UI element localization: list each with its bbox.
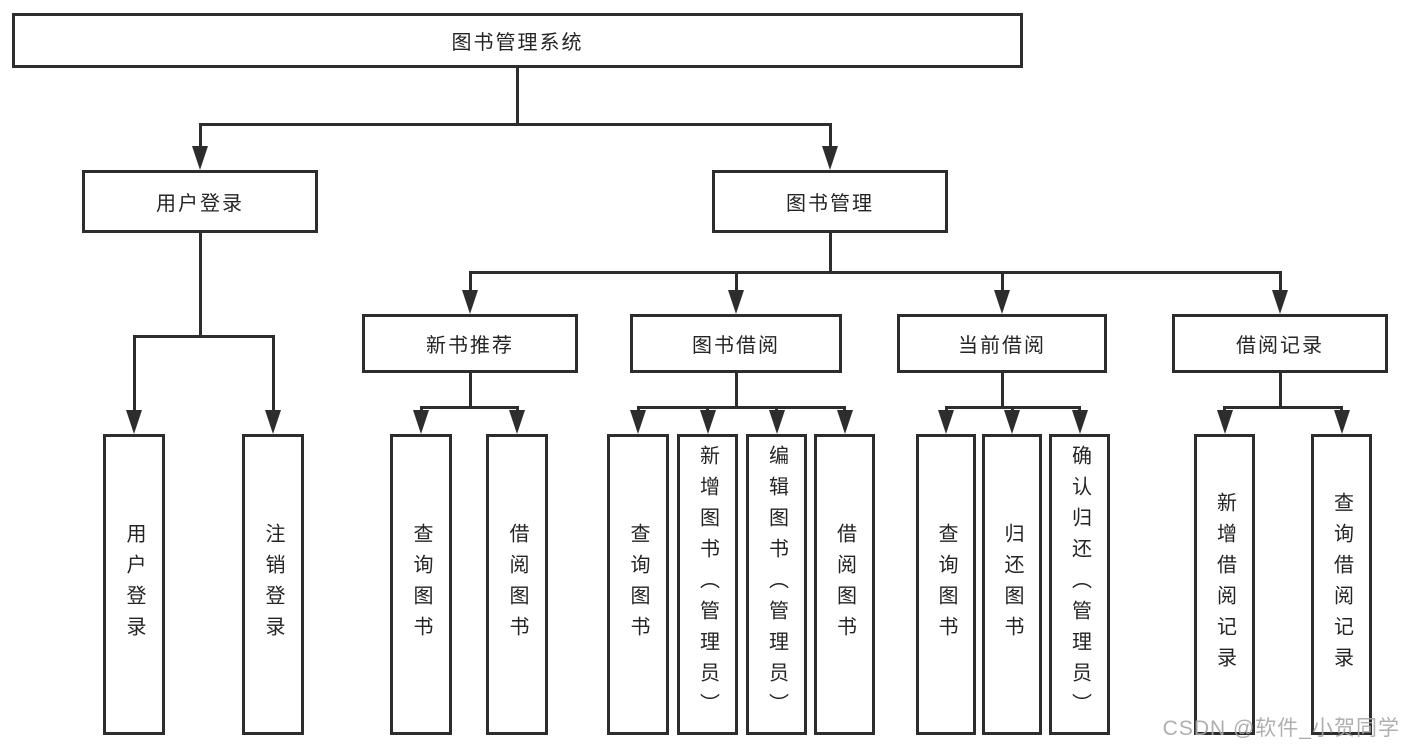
node-label: 用户登录 <box>156 193 244 215</box>
node-label: 借阅图书 <box>506 522 528 647</box>
connector-drop <box>1278 272 1282 302</box>
node-query-books-1: 查询图书 <box>390 434 452 735</box>
arrowhead-down-icon <box>462 290 478 314</box>
connector-drop <box>271 336 275 422</box>
node-book-borrowing: 图书借阅 <box>630 314 842 373</box>
arrowhead-down-icon <box>413 410 429 434</box>
node-new-book-recommend: 新书推荐 <box>362 314 578 373</box>
node-logout: 注销登录 <box>242 434 304 735</box>
arrowhead-down-icon <box>938 410 954 434</box>
node-edit-books-admin: 编辑图书（管理员） <box>746 434 807 735</box>
node-label: 新书推荐 <box>426 335 514 357</box>
node-library-system: 图书管理系统 <box>12 13 1023 68</box>
node-return-books: 归还图书 <box>982 434 1042 735</box>
node-query-books-2: 查询图书 <box>607 434 669 735</box>
connector-drop <box>132 336 136 422</box>
arrowhead-down-icon <box>1216 410 1233 434</box>
node-label: 图书管理 <box>786 193 874 215</box>
node-label: 图书管理系统 <box>451 32 584 54</box>
connector-stem <box>468 373 472 407</box>
node-label: 确认归还（管理员） <box>1068 445 1091 724</box>
node-query-books-3: 查询图书 <box>916 434 976 735</box>
arrowhead-down-icon <box>728 290 744 314</box>
connector-drop <box>734 272 738 302</box>
arrowhead-down-icon <box>836 410 853 434</box>
node-label: 新增借阅记录 <box>1213 491 1236 678</box>
connector-bus <box>419 405 519 409</box>
node-label: 查询图书 <box>627 522 649 647</box>
node-user-login-leaf: 用户登录 <box>103 434 165 735</box>
node-borrowing-records: 借阅记录 <box>1172 314 1388 373</box>
arrowhead-down-icon <box>699 410 716 434</box>
arrowhead-down-icon <box>768 410 785 434</box>
node-add-books-admin: 新增图书（管理员） <box>677 434 738 735</box>
node-label: 查询图书 <box>935 522 957 647</box>
node-query-borrow-record: 查询借阅记录 <box>1311 434 1372 735</box>
node-label: 借阅图书 <box>833 522 856 647</box>
node-label: 借阅记录 <box>1236 335 1324 357</box>
arrowhead-down-icon <box>192 146 208 170</box>
node-label: 编辑图书（管理员） <box>765 445 788 724</box>
node-label: 查询借阅记录 <box>1330 491 1353 678</box>
node-label: 当前借阅 <box>958 335 1046 357</box>
connector-bus <box>1223 405 1343 409</box>
connector-stem <box>516 68 519 124</box>
connector-drop <box>468 272 472 302</box>
node-label: 归还图书 <box>1001 522 1023 647</box>
connector-stem <box>1000 373 1004 407</box>
arrowhead-down-icon <box>265 410 281 434</box>
connector-stem <box>734 373 738 407</box>
arrowhead-down-icon <box>126 410 142 434</box>
node-add-borrow-record: 新增借阅记录 <box>1194 434 1255 735</box>
node-user-login: 用户登录 <box>82 170 318 233</box>
node-label: 用户登录 <box>123 522 145 647</box>
node-borrow-books-1: 借阅图书 <box>486 434 548 735</box>
connector-stem <box>1278 373 1282 407</box>
arrowhead-down-icon <box>1004 410 1020 434</box>
connector-stem <box>828 233 832 272</box>
node-label: 图书借阅 <box>692 335 780 357</box>
node-confirm-return-admin: 确认归还（管理员） <box>1049 434 1110 735</box>
node-current-borrowing: 当前借阅 <box>897 314 1107 373</box>
connector-drop <box>1000 272 1004 302</box>
node-borrow-books-2: 借阅图书 <box>814 434 875 735</box>
arrowhead-down-icon <box>1071 410 1088 434</box>
arrowhead-down-icon <box>509 410 525 434</box>
connector-stem <box>198 233 202 336</box>
arrowhead-down-icon <box>1333 410 1350 434</box>
node-label: 注销登录 <box>262 522 284 647</box>
connector-drop <box>828 124 832 158</box>
watermark: CSDN @软件_小贺同学 <box>1162 717 1400 740</box>
arrowhead-down-icon <box>630 410 646 434</box>
arrowhead-down-icon <box>1272 290 1288 314</box>
arrowhead-down-icon <box>994 290 1010 314</box>
arrowhead-down-icon <box>822 146 838 170</box>
connector-drop <box>198 124 202 158</box>
node-label: 新增图书（管理员） <box>696 445 719 724</box>
connector-bus <box>636 405 846 409</box>
node-label: 查询图书 <box>410 522 432 647</box>
connector-bus <box>468 270 1282 274</box>
connector-bus <box>198 122 832 126</box>
connector-bus <box>132 334 275 338</box>
node-book-management: 图书管理 <box>712 170 948 233</box>
